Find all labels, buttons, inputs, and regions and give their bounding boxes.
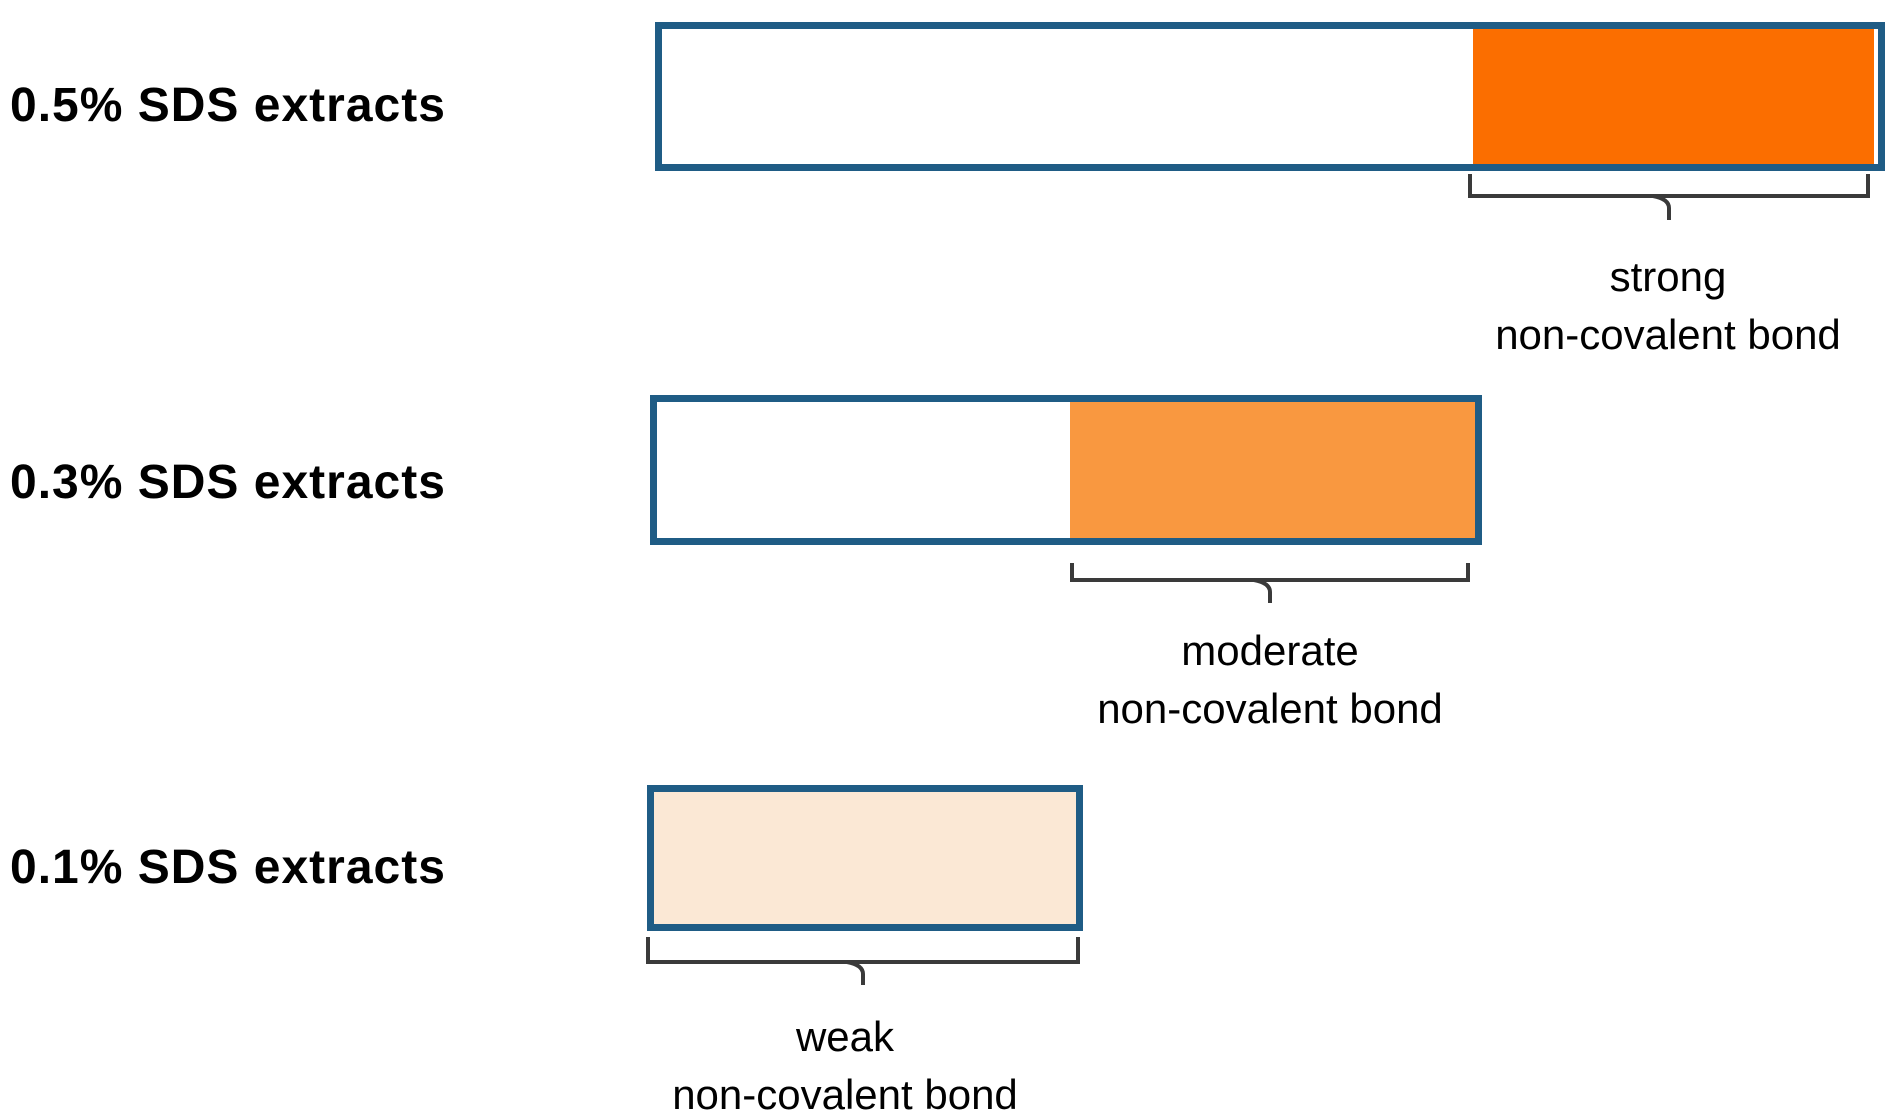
bar-03-sds xyxy=(650,395,1482,545)
bar-label-05-sds: 0.5% SDS extracts xyxy=(10,79,446,132)
brace-weak-bond xyxy=(646,937,1080,985)
bar-05-sds xyxy=(655,22,1885,171)
segment-strong-bond xyxy=(1473,29,1874,164)
annotation-moderate-line2: non-covalent bond xyxy=(1097,685,1443,732)
annotation-strong-line2: non-covalent bond xyxy=(1495,311,1841,358)
annotation-moderate-line1: moderate xyxy=(1181,627,1359,674)
bar-label-01-sds: 0.1% SDS extracts xyxy=(10,841,446,894)
annotation-moderate-bond: moderate non-covalent bond xyxy=(1040,622,1500,738)
annotation-weak-line1: weak xyxy=(795,1013,895,1060)
segment-moderate-bond xyxy=(1070,402,1475,538)
annotation-weak-line2: non-covalent bond xyxy=(672,1071,1018,1117)
segment-weak-bond xyxy=(654,792,1076,924)
brace-strong-bond xyxy=(1468,174,1870,220)
bar-01-sds xyxy=(647,785,1083,931)
annotation-strong-line1: strong xyxy=(1609,253,1727,300)
bar-label-03-sds: 0.3% SDS extracts xyxy=(10,456,446,509)
annotation-weak-bond: weak non-covalent bond xyxy=(615,1008,1075,1117)
brace-moderate-bond xyxy=(1070,563,1470,603)
annotation-strong-bond: strong non-covalent bond xyxy=(1438,248,1891,364)
